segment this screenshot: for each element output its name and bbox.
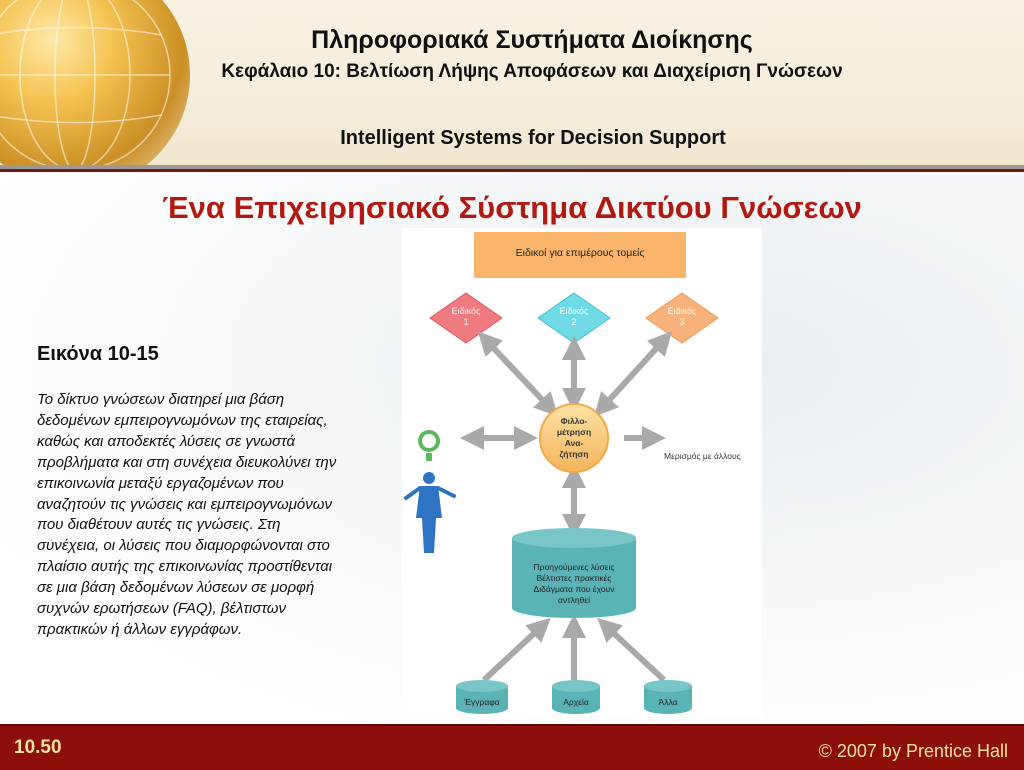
expert-3-number: 3: [679, 317, 684, 327]
header-divider-dark: [0, 169, 1024, 172]
expert-1-number: 1: [463, 317, 468, 327]
header-divider: [0, 165, 1024, 169]
globe-grid-icon: [0, 0, 171, 168]
center-line-1: Φιλλο-: [561, 416, 588, 426]
expert-2-number: 2: [571, 317, 576, 327]
source-files-label: Αρχεία: [563, 697, 589, 707]
diagram-canvas: Ειδικοί για επιμέρους τομείς Ειδικός 1 Ε…: [404, 232, 741, 714]
chapter-title: Κεφάλαιο 10: Βελτίωση Λήψης Αποφάσεων κα…: [221, 61, 843, 82]
arrow-expert-1: [477, 331, 559, 417]
database-line-1: Προηγούμενες λύσεις: [534, 562, 615, 572]
arrow-expert-3: [593, 331, 673, 417]
database-line-2: Βέλτιστες πρακτικές: [536, 573, 611, 583]
user-figure-icon: [404, 430, 456, 553]
expert-3-diamond: Ειδικός 3: [645, 292, 719, 344]
figure-caption: Το δίκτυο γνώσεων διατηρεί μια βάση δεδο…: [37, 391, 337, 638]
expert-2-label: Ειδικός: [560, 306, 589, 316]
slide-header: Πληροφοριακά Συστήματα Διοίκησης Κεφάλαι…: [0, 0, 1024, 168]
center-line-3: Ανα-: [565, 438, 584, 448]
solutions-database: [512, 528, 636, 618]
database-line-3: Διδάγματα που έχουν: [534, 584, 615, 594]
database-line-4: αντληθεί: [558, 595, 590, 605]
expert-1-label: Ειδικός: [452, 306, 481, 316]
figure-label: Εικόνα 10-15: [37, 343, 159, 365]
source-other-label: Άλλα: [659, 697, 678, 707]
question-mark-icon: [426, 453, 432, 461]
experts-domain-label: Ειδικοί για επιμέρους τομείς: [516, 247, 645, 259]
expert-1-diamond: Ειδικός 1: [429, 292, 503, 344]
source-documents: Έγγραφα: [456, 680, 508, 714]
slide-title: Ένα Επιχειρησιακό Σύστημα Δικτύου Γνώσεω…: [162, 190, 862, 225]
filter-search-node: [539, 403, 609, 473]
share-label: Μερισμός με άλλους: [664, 451, 741, 461]
experts-domain-box: [474, 232, 686, 278]
source-documents-label: Έγγραφα: [463, 697, 499, 707]
source-other: Άλλα: [644, 680, 692, 714]
arrow-documents: [481, 617, 551, 683]
copyright: © 2007 by Prentice Hall: [818, 741, 1008, 761]
arrow-other: [597, 617, 667, 683]
center-line-2: μέτρηση: [557, 427, 591, 437]
slide-footer: [0, 724, 1024, 770]
page-number: 10.50: [14, 737, 62, 758]
knowledge-network-diagram: Ειδικοί για επιμέρους τομείς Ειδικός 1 Ε…: [402, 228, 762, 718]
center-line-4: ζήτηση: [560, 449, 589, 459]
expert-2-diamond: Ειδικός 2: [537, 292, 611, 344]
course-title: Πληροφοριακά Συστήματα Διοίκησης: [311, 26, 753, 54]
expert-3-label: Ειδικός: [668, 306, 697, 316]
section-subtitle: Intelligent Systems for Decision Support: [340, 127, 726, 149]
source-files: Αρχεία: [552, 680, 600, 714]
diagram-arrows: [460, 331, 673, 683]
